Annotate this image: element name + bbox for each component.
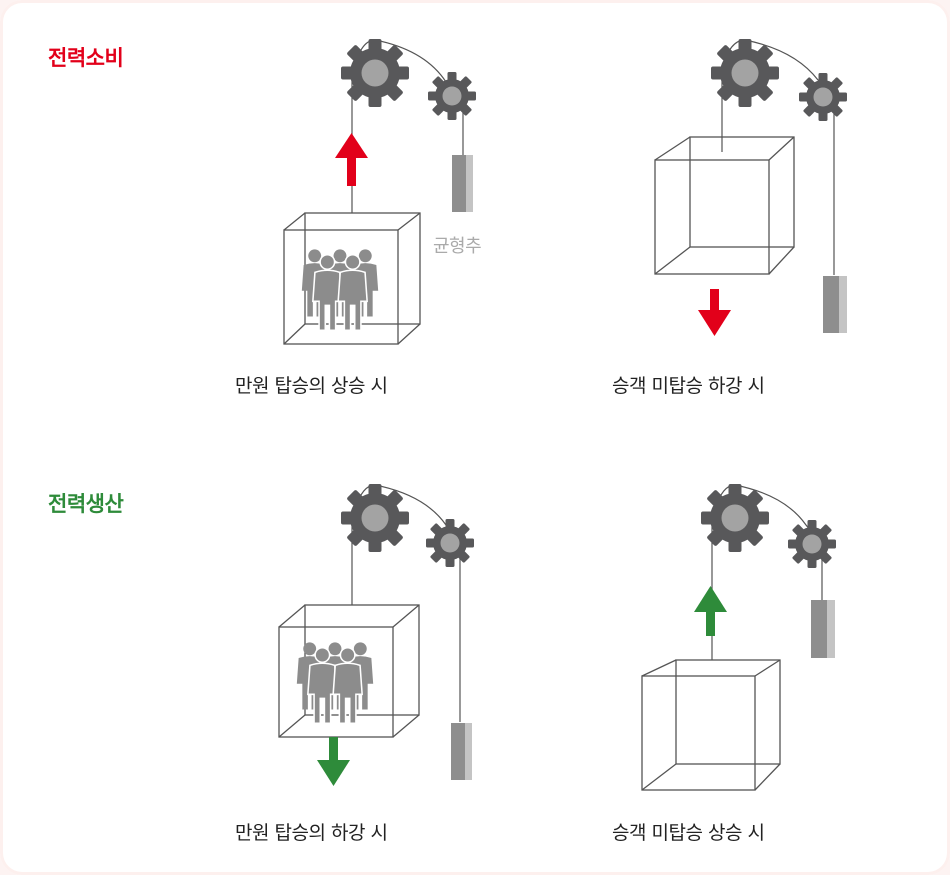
gear-icon bbox=[341, 484, 409, 552]
section-title-consumption: 전력소비 bbox=[48, 46, 124, 70]
counterweight-label: 균형추 bbox=[433, 236, 482, 257]
gear-icon bbox=[711, 39, 779, 107]
counterweight bbox=[451, 723, 472, 780]
section-title-production: 전력생산 bbox=[48, 492, 124, 516]
counterweight bbox=[452, 155, 473, 212]
arrow-up-icon bbox=[694, 586, 727, 636]
panel-empty-up-production bbox=[641, 484, 836, 791]
gear-icon bbox=[428, 72, 476, 120]
gear-icon bbox=[799, 73, 847, 121]
arrow-up-icon bbox=[335, 133, 368, 186]
panel-caption: 만원 탑승의 상승 시 bbox=[235, 375, 388, 397]
people-icon bbox=[302, 249, 378, 330]
gear-icon bbox=[426, 519, 474, 567]
panel-caption: 승객 미탑승 상승 시 bbox=[612, 822, 765, 844]
arrow-down-icon bbox=[698, 289, 731, 336]
gear-icon bbox=[341, 39, 409, 107]
elevator-car bbox=[641, 659, 781, 791]
elevator-car bbox=[654, 136, 795, 275]
elevator-car bbox=[283, 212, 421, 345]
gear-icon bbox=[788, 520, 836, 568]
panel-empty-down-consumption bbox=[654, 39, 847, 336]
counterweight bbox=[823, 276, 847, 333]
panel-caption: 승객 미탑승 하강 시 bbox=[612, 375, 765, 397]
arrow-down-icon bbox=[317, 737, 350, 786]
gear-icon bbox=[701, 484, 769, 552]
panel-full-up-consumption bbox=[283, 39, 476, 345]
panel-caption: 만원 탑승의 하강 시 bbox=[235, 822, 388, 844]
people-icon bbox=[297, 642, 373, 723]
counterweight bbox=[811, 600, 835, 658]
panel-full-down-production bbox=[278, 484, 474, 786]
